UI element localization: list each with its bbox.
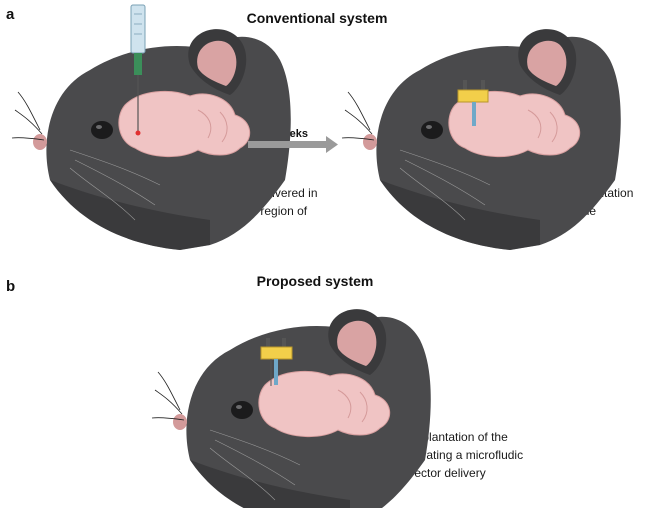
mouse-illustration-proposed [151, 308, 432, 508]
panel-b-letter: b [6, 278, 16, 295]
panel-a-title: Conventional system [246, 10, 388, 26]
optrode-microfluidic-icon [260, 338, 293, 386]
panel-b-title: Proposed system [256, 273, 374, 289]
syringe-icon [130, 4, 146, 136]
mouse-illustration-implant [341, 28, 622, 251]
mouse-illustration-injection [11, 28, 292, 251]
optrode-icon [457, 80, 489, 126]
panel-a-letter: a [6, 6, 15, 23]
time-arrow [248, 136, 338, 153]
